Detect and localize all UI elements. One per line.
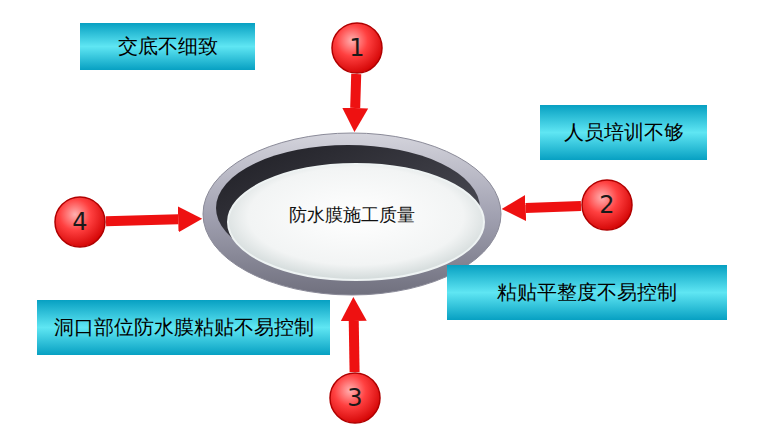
callout-number: 4 xyxy=(72,208,87,236)
callout-circle: 2 xyxy=(581,179,633,231)
arrow-connector xyxy=(526,206,581,208)
callout-circle: 1 xyxy=(331,22,383,74)
callout-number: 2 xyxy=(599,191,614,219)
callout-circle-fill xyxy=(332,23,382,73)
cause-box: 粘贴平整度不易控制 xyxy=(447,265,727,320)
arrow-connector xyxy=(349,321,360,372)
cause-box: 人员培训不够 xyxy=(540,105,707,160)
callout-circle-fill xyxy=(330,373,380,423)
cause-label: 粘贴平整度不易控制 xyxy=(497,279,677,306)
callout-number: 1 xyxy=(349,34,364,62)
cause-label: 交底不细致 xyxy=(118,33,218,60)
cause-box: 交底不细致 xyxy=(80,23,255,70)
callout-circle: 4 xyxy=(54,196,106,248)
arrow-connector xyxy=(355,74,356,108)
cause-label: 洞口部位防水膜粘贴不易控制 xyxy=(54,314,314,341)
arrow-connector xyxy=(106,219,178,221)
cause-box: 洞口部位防水膜粘贴不易控制 xyxy=(37,300,330,355)
callout-number: 3 xyxy=(347,384,362,412)
effect-label: 防水膜施工质量 xyxy=(289,203,415,227)
cause-label: 人员培训不够 xyxy=(564,119,684,146)
callout-circle: 3 xyxy=(329,372,381,424)
callout-circle-fill xyxy=(55,197,105,247)
ellipse-face xyxy=(228,164,484,280)
callout-circle-fill xyxy=(582,180,632,230)
